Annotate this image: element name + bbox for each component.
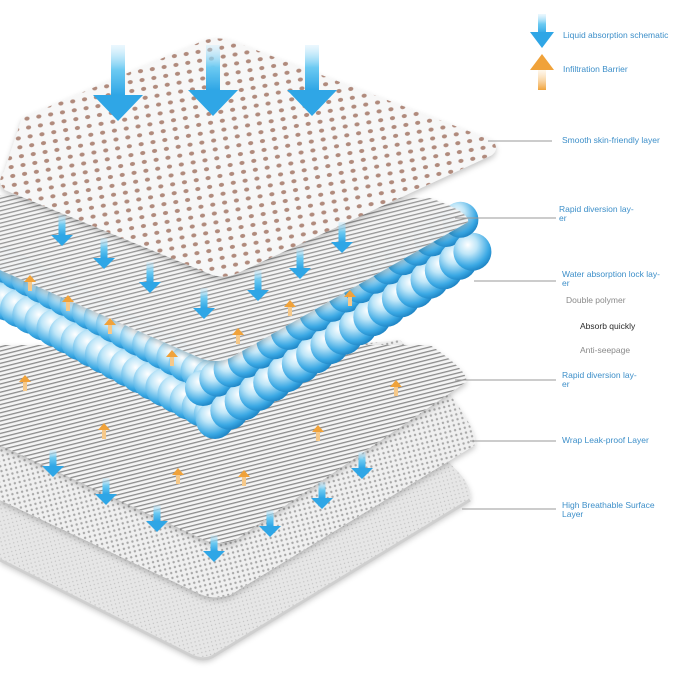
liquid-arrow-icon [95,478,117,505]
label-rapid-diversion-layer-upper: Rapid diversion lay- er [559,205,634,223]
legend-absorption-label: Liquid absorption schematic [563,30,669,40]
label-line: er [562,379,570,389]
barrier-arrow-icon [98,423,110,439]
layer-rapid-diversion-upper [0,195,469,361]
barrier-arrow-icon [19,375,31,391]
flow-arrows [19,45,402,562]
feature-absorb-quickly: Absorb quickly [580,321,636,331]
label-rapid-diversion-layer-lower: Rapid diversion lay- er [562,371,637,389]
label-wrap-leak-proof-layer: Wrap Leak-proof Layer [562,435,649,445]
barrier-arrow-icon [232,328,244,344]
label-line: er [562,278,570,288]
liquid-arrow-icon [193,288,215,319]
liquid-arrow-icon [331,222,353,253]
liquid-arrow-icon [289,248,311,279]
label-line: Rapid diversion lay- [562,370,637,380]
polymer-bead [453,232,492,271]
label-line: High Breathable Surface [562,500,655,510]
barrier-arrow-icon [284,300,296,316]
liquid-arrow-icon [139,262,161,293]
feature-double-polymer: Double polymer [566,295,626,305]
liquid-arrow-icon [311,482,333,509]
liquid-arrow-icon [188,45,238,116]
liquid-arrow-icon [259,510,281,537]
liquid-arrow-icon [351,452,373,479]
legend-absorption-icon [530,14,554,48]
leader-lines [455,140,556,510]
liquid-arrow-icon [247,270,269,301]
liquid-arrow-icon [93,45,143,121]
label-line: er [559,213,567,223]
label-line: Layer [562,509,584,519]
barrier-arrow-icon [390,380,402,396]
barrier-arrow-icon [166,350,178,366]
liquid-arrow-icon [146,505,168,532]
barrier-arrow-icon [62,295,74,311]
label-smooth-skin-friendly-layer: Smooth skin-friendly layer [562,135,660,145]
label-line: Rapid diversion lay- [559,204,634,214]
label-high-breathable-surface-layer: High Breathable Surface Layer [562,501,655,519]
barrier-arrow-icon [172,468,184,484]
label-line: Water absorption lock lay- [562,269,660,279]
liquid-arrow-icon [51,215,73,246]
label-water-absorption-lock-layer: Water absorption lock lay- er [562,270,660,288]
barrier-arrow-icon [24,275,36,291]
liquid-arrow-icon [203,535,225,562]
feature-anti-seepage: Anti-seepage [580,345,631,355]
barrier-arrow-icon [104,318,116,334]
barrier-arrow-icon [344,290,356,306]
legend-barrier-icon [530,54,554,90]
liquid-arrow-icon [287,45,337,116]
legend-barrier-label: Infiltration Barrier [563,64,628,74]
layer-rapid-diversion-lower [0,345,467,543]
barrier-arrow-icon [312,425,324,441]
barrier-arrow-icon [238,470,250,486]
liquid-arrow-icon [42,450,64,477]
liquid-arrow-icon [93,238,115,269]
